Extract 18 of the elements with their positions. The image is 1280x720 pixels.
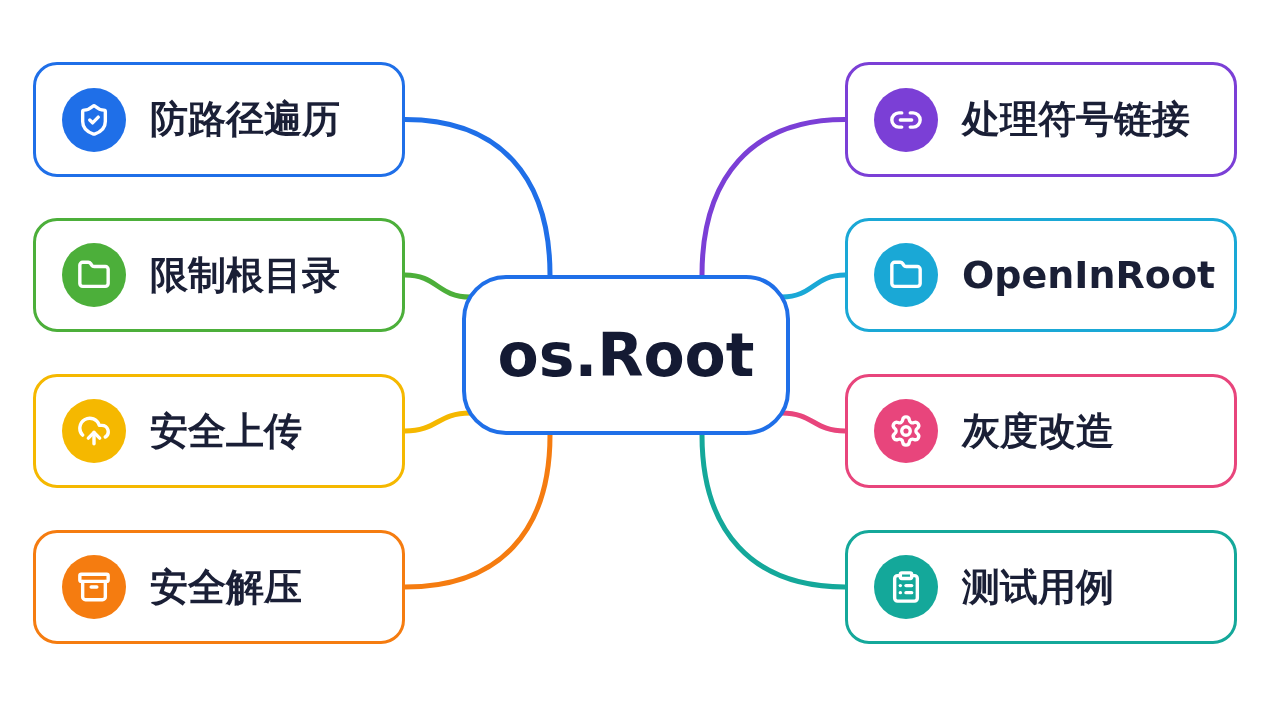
topic-label: OpenInRoot	[962, 253, 1216, 297]
topic-box	[33, 530, 405, 644]
topic-box	[33, 62, 405, 177]
topic-label: 安全解压	[150, 563, 302, 611]
topic-box	[845, 374, 1237, 488]
topic-label: 处理符号链接	[962, 96, 1190, 143]
central-topic-label: os.Root	[497, 320, 755, 390]
topic-label: 灰度改造	[962, 407, 1114, 455]
topic-box	[33, 218, 405, 332]
topic-box	[845, 530, 1237, 644]
topic-box	[845, 62, 1237, 177]
topic-box	[845, 218, 1237, 332]
topic-label: 测试用例	[962, 563, 1114, 611]
topic-label: 限制根目录	[150, 251, 340, 299]
topic-label: 安全上传	[150, 407, 302, 455]
topic-box	[33, 374, 405, 488]
topic-label: 防路径遍历	[150, 96, 340, 143]
central-topic-box	[462, 275, 790, 435]
